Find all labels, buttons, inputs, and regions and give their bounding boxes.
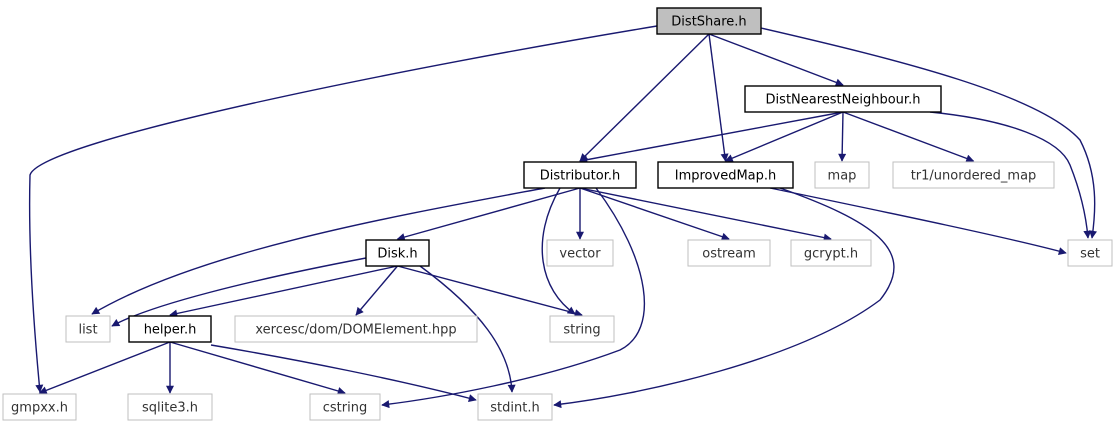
node-box-gcrypt [790, 239, 872, 267]
node-box-string [549, 315, 615, 343]
node-map: map [814, 161, 870, 189]
node-label-string: string [563, 323, 600, 338]
node-label-map: map [828, 169, 857, 184]
node-box-helper[interactable] [128, 315, 212, 343]
node-label-xerces: xercesc/dom/DOMElement.hpp [255, 323, 456, 338]
edge-improvedmap-to-stdint [553, 187, 895, 409]
node-box-distnearest[interactable] [744, 85, 942, 113]
node-label-distshare: DistShare.h [671, 15, 746, 30]
node-box-vector [546, 239, 614, 267]
edge-distnearest-to-distributor [579, 111, 844, 164]
edge-distnearest-to-unordered [842, 111, 975, 163]
node-label-vector: vector [559, 247, 601, 262]
edge-distributor-to-string [541, 187, 576, 315]
edge-distshare-to-set [760, 27, 1097, 239]
node-label-distributor: Distributor.h [540, 169, 621, 184]
edge-distshare-to-distnearest [708, 33, 844, 87]
node-label-improvedmap: ImprovedMap.h [675, 169, 777, 184]
edge-disk-to-xerces [355, 265, 399, 316]
node-label-distnearest: DistNearestNeighbour.h [766, 93, 921, 108]
edge-distributor-to-list [91, 187, 546, 315]
node-box-unordered [892, 161, 1055, 189]
node-box-list [65, 315, 111, 343]
edge-helper-to-stdint [210, 344, 477, 403]
node-label-stdint: stdint.h [490, 401, 539, 416]
edge-distshare-to-improvedmap [708, 33, 729, 162]
node-label-gcrypt: gcrypt.h [804, 247, 858, 262]
node-improvedmap[interactable]: ImprovedMap.h [657, 161, 794, 189]
node-string: string [549, 315, 615, 343]
node-gcrypt: gcrypt.h [790, 239, 872, 267]
edge-distributor-to-ostream [579, 187, 730, 241]
edge-helper-to-cstring [169, 341, 346, 395]
node-box-distshare[interactable] [656, 7, 762, 35]
edges-layer [28, 25, 1097, 409]
edge-disk-to-helper [169, 265, 398, 318]
node-set: set [1067, 239, 1113, 267]
edge-improvedmap-to-set [769, 187, 1067, 256]
node-distnearest[interactable]: DistNearestNeighbour.h [744, 85, 942, 113]
edge-distnearest-to-improvedmap [724, 111, 844, 162]
node-list: list [65, 315, 111, 343]
node-box-sqlite3 [127, 393, 213, 421]
node-box-xerces [234, 315, 478, 343]
edge-helper-to-gmpxx [38, 341, 171, 395]
edge-distnearest-to-map [838, 111, 847, 162]
node-helper[interactable]: helper.h [128, 315, 212, 343]
node-vector: vector [546, 239, 614, 267]
edge-disk-to-stdint [419, 265, 516, 393]
edge-distributor-to-gcrypt [579, 187, 832, 242]
node-xerces: xercesc/dom/DOMElement.hpp [234, 315, 478, 343]
node-label-set: set [1080, 247, 1100, 262]
node-disk[interactable]: Disk.h [365, 239, 430, 267]
node-box-improvedmap[interactable] [657, 161, 794, 189]
node-box-disk[interactable] [365, 239, 430, 267]
node-stdint: stdint.h [477, 393, 553, 421]
node-sqlite3: sqlite3.h [127, 393, 213, 421]
edge-distshare-to-distributor [579, 33, 710, 162]
node-distshare[interactable]: DistShare.h [656, 7, 762, 35]
node-box-distributor[interactable] [523, 161, 637, 189]
node-label-disk: Disk.h [377, 247, 417, 262]
node-label-unordered: tr1/unordered_map [911, 169, 1037, 184]
node-ostream: ostream [687, 239, 771, 267]
edge-distshare-to-gmpxx [28, 25, 658, 393]
edge-distributor-to-disk [396, 187, 581, 241]
node-box-cstring [309, 393, 381, 421]
node-box-gmpxx [2, 393, 77, 421]
node-box-ostream [687, 239, 771, 267]
node-gmpxx: gmpxx.h [2, 393, 77, 421]
node-box-map [814, 161, 870, 189]
node-label-helper: helper.h [144, 323, 197, 338]
nodes-layer: DistShare.hDistNearestNeighbour.hDistrib… [2, 7, 1113, 421]
node-box-stdint [477, 393, 553, 421]
node-label-list: list [78, 323, 97, 338]
node-label-ostream: ostream [702, 247, 756, 262]
edge-distnearest-to-set [929, 111, 1092, 239]
node-cstring: cstring [309, 393, 381, 421]
node-label-sqlite3: sqlite3.h [142, 401, 198, 416]
node-label-gmpxx: gmpxx.h [11, 401, 68, 416]
node-label-cstring: cstring [323, 401, 367, 416]
node-unordered: tr1/unordered_map [892, 161, 1055, 189]
node-box-set [1067, 239, 1113, 267]
node-distributor[interactable]: Distributor.h [523, 161, 637, 189]
edge-distributor-to-cstring [381, 187, 646, 409]
edge-disk-to-string [397, 265, 583, 318]
